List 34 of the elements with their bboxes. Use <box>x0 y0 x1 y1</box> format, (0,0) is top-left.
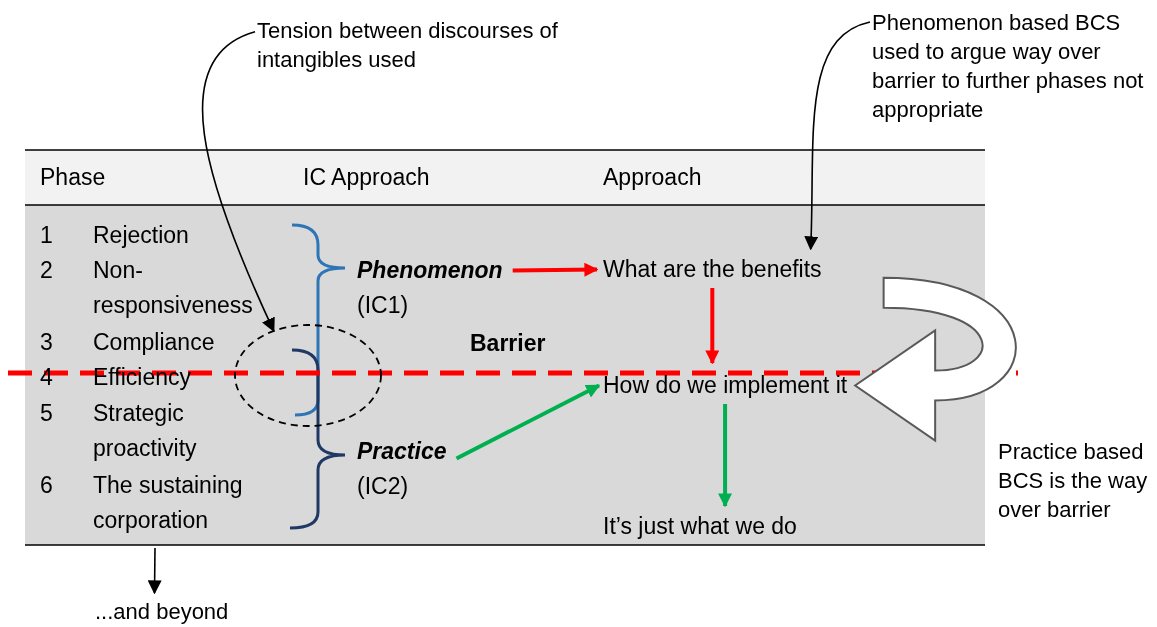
row-number: 3 <box>40 328 54 357</box>
curved-block-arrow <box>854 276 1017 442</box>
approach-heading: Phenomenon <box>357 256 503 285</box>
column-header: Approach <box>603 163 703 192</box>
annotation-text: Tension between discourses of intangibles used <box>257 16 577 74</box>
annotation-text: ...and beyond <box>95 597 265 626</box>
arrow <box>455 383 601 461</box>
row-number: 1 <box>40 221 54 250</box>
arrow <box>718 404 733 508</box>
phase-name: The sustaining corporation <box>93 471 244 535</box>
approach-code: (IC1) <box>357 291 409 320</box>
leader-arrow <box>201 30 275 333</box>
row-number: 5 <box>40 399 54 428</box>
phase-name: Compliance <box>93 328 216 357</box>
column-header: IC Approach <box>303 163 431 192</box>
annotation-text: Practice based BCS is the way over barrier <box>998 437 1157 524</box>
approach-code: (IC2) <box>357 472 409 501</box>
approach-heading: Practice <box>357 437 447 466</box>
column-header: Phase <box>40 163 107 192</box>
leader-arrow <box>147 547 162 595</box>
row-number: 2 <box>40 256 54 285</box>
leader-arrow <box>804 21 871 251</box>
barrier-label: Barrier <box>470 329 547 358</box>
approach-text: What are the benefits <box>603 255 822 284</box>
phase-name: Non-responsiveness <box>93 256 254 320</box>
dashed-ellipse <box>233 323 383 428</box>
phase-name: Rejection <box>93 221 190 250</box>
approach-text: It’s just what we do <box>603 512 797 541</box>
arrow <box>512 262 599 277</box>
row-number: 6 <box>40 471 54 500</box>
arrow <box>705 288 720 365</box>
annotation-text: Phenomenon based BCS used to argue way over barrier to further phases not appropriate <box>872 8 1147 124</box>
phase-name: Strategic proactivity <box>93 399 198 463</box>
approach-text: How do we implement it <box>603 371 848 400</box>
